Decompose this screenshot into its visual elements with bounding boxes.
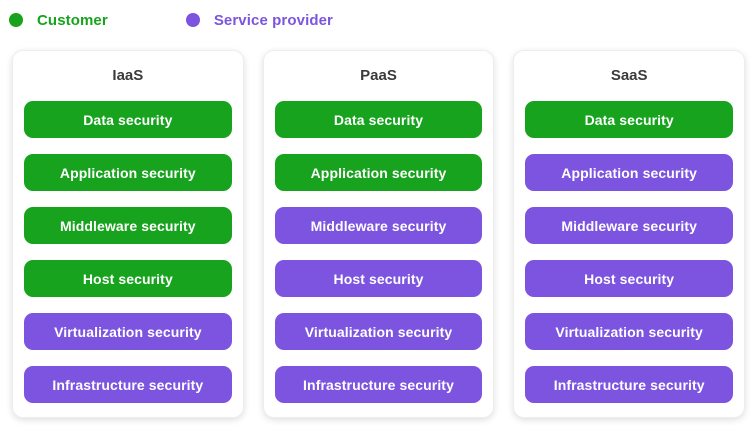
security-layer-pill: Host security: [525, 260, 734, 297]
service-model-cards: IaaS Data security Application security …: [0, 33, 754, 418]
security-layer-pill: Virtualization security: [274, 313, 483, 350]
security-layer-pill: Host security: [274, 260, 483, 297]
card-title: PaaS: [360, 67, 397, 84]
security-layer-pill: Application security: [525, 154, 734, 191]
provider-legend-dot-icon: [185, 13, 200, 27]
legend: Customer Service provider: [0, 0, 754, 33]
legend-label: Customer: [37, 11, 108, 29]
security-layer-pill: Application security: [274, 154, 483, 191]
card-title: IaaS: [112, 67, 144, 84]
security-layer-list: Data security Application security Middl…: [514, 85, 744, 403]
security-layer-pill: Data security: [525, 101, 734, 138]
security-layer-pill: Infrastructure security: [525, 366, 734, 403]
security-layer-pill: Infrastructure security: [274, 366, 483, 403]
security-layer-pill: Middleware security: [525, 207, 734, 244]
service-model-card-saas: SaaS Data security Application security …: [513, 50, 746, 418]
legend-item: Customer: [9, 12, 108, 29]
service-model-card-paas: PaaS Data security Application security …: [262, 50, 495, 418]
security-layer-pill: Virtualization security: [24, 313, 232, 350]
security-layer-pill: Data security: [24, 101, 232, 138]
security-layer-pill: Middleware security: [274, 207, 483, 244]
service-model-card-iaas: IaaS Data security Application security …: [12, 50, 244, 418]
customer-legend-dot-icon: [9, 13, 23, 27]
security-layer-pill: Data security: [274, 101, 483, 138]
legend-label: Service provider: [213, 11, 333, 29]
security-layer-pill: Infrastructure security: [24, 366, 232, 403]
security-layer-list: Data security Application security Middl…: [13, 85, 243, 403]
legend-item: Service provider: [185, 11, 333, 29]
security-layer-list: Data security Application security Middl…: [264, 85, 494, 403]
security-layer-pill: Host security: [24, 260, 232, 297]
security-layer-pill: Middleware security: [24, 207, 232, 244]
security-layer-pill: Virtualization security: [525, 313, 734, 350]
security-layer-pill: Application security: [24, 154, 232, 191]
card-title: SaaS: [610, 67, 648, 84]
